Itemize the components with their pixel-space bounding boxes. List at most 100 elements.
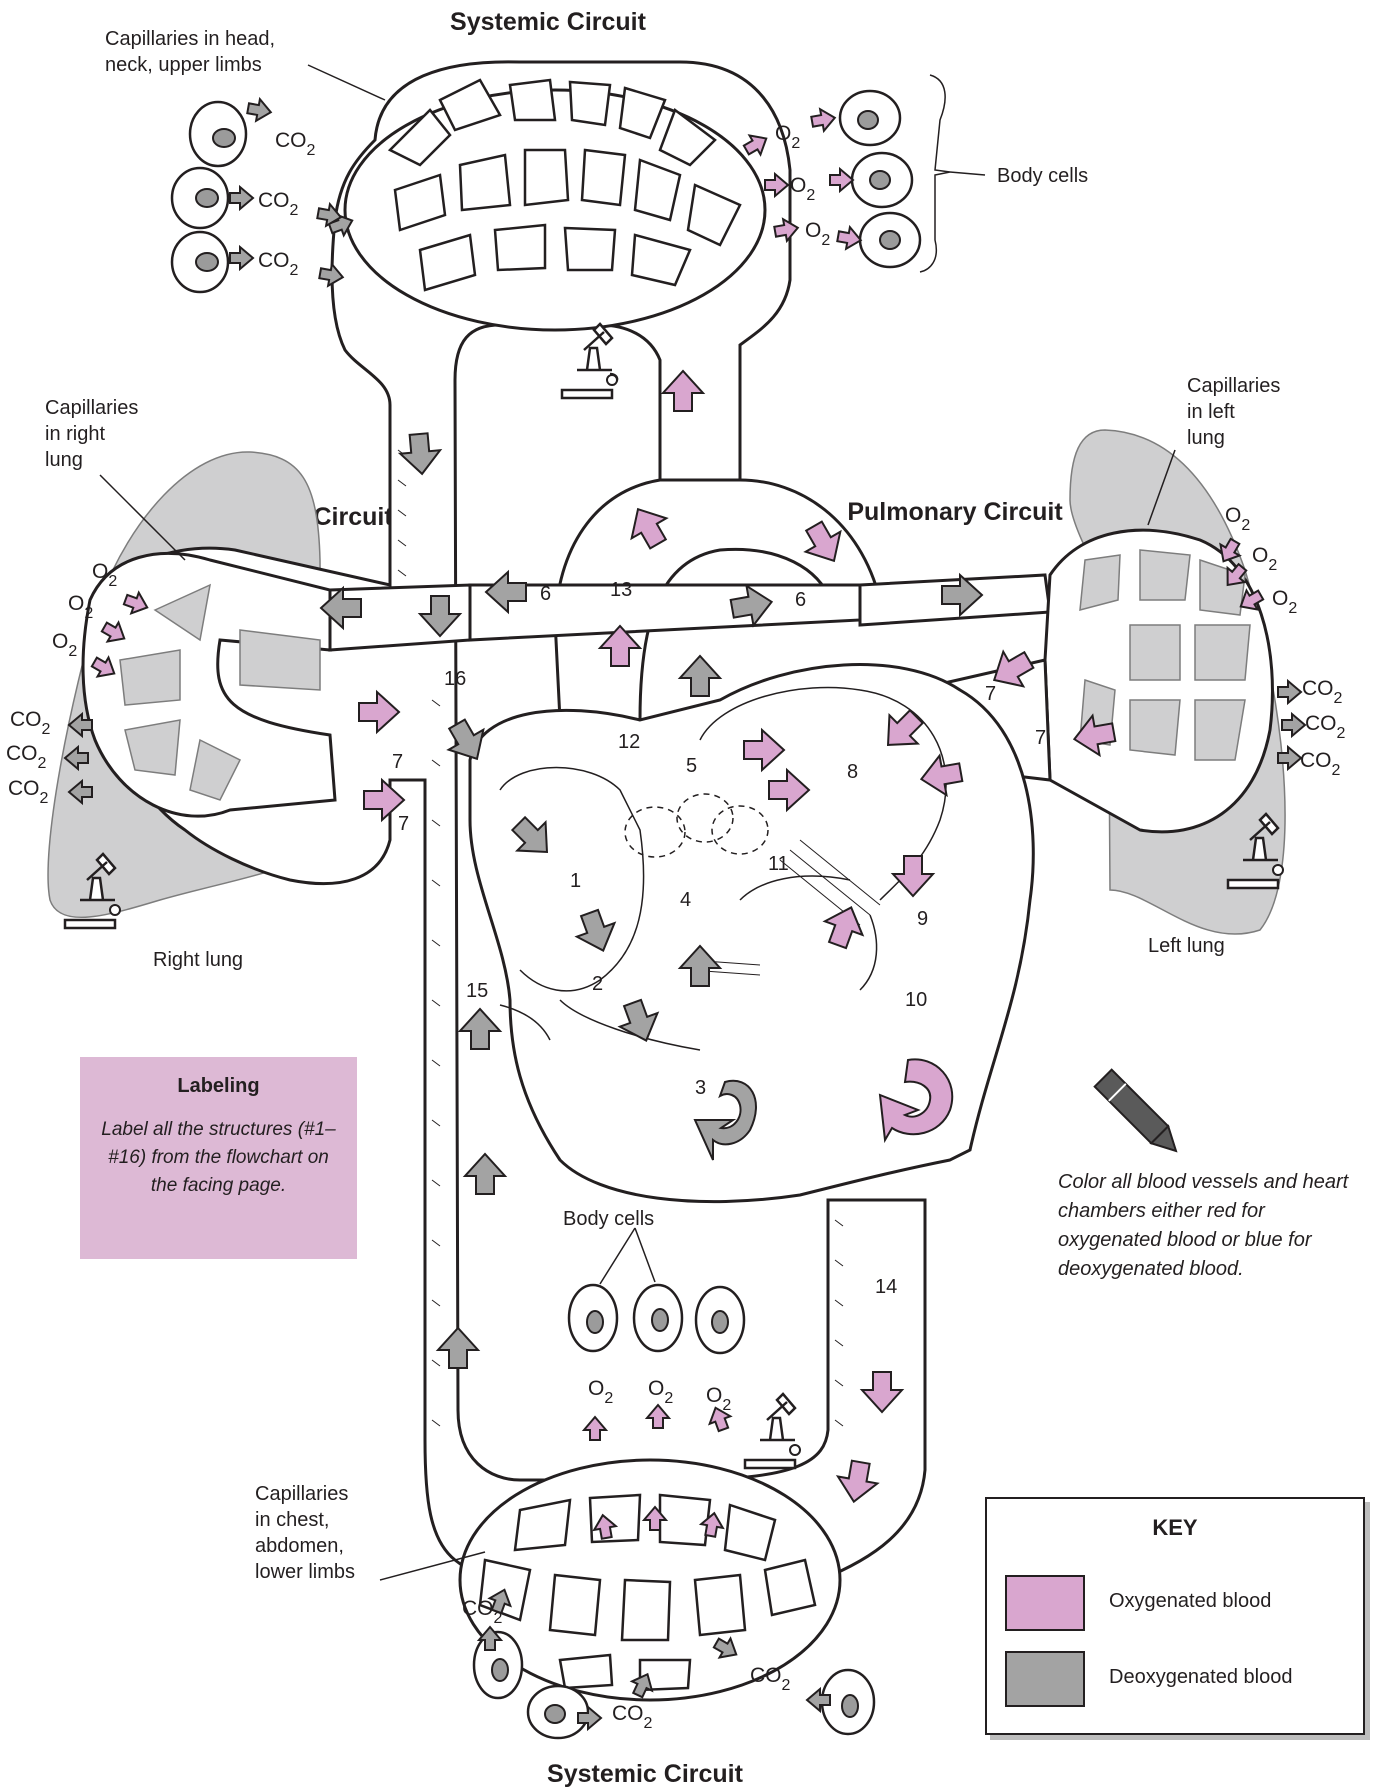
label-cap-right-lung-line3: lung [45, 449, 83, 471]
label-cap-left-lung-line2: in left [1187, 401, 1235, 423]
gas-o2: O2 [1272, 587, 1297, 617]
label-capillaries-right-lung: Capillaries in right lung [45, 397, 144, 471]
structure-number-14: 14 [875, 1276, 897, 1298]
label-capillaries-left-lung: Capillaries in left lung [1187, 375, 1286, 449]
labeling-instructions-box: Labeling Label all the structures (#1–#1… [80, 1057, 357, 1259]
structure-number-16: 16 [444, 668, 466, 690]
gas-co2-sub: 2 [1334, 690, 1343, 707]
gas-o2: O2 [648, 1377, 673, 1407]
body-cells-head-right [840, 75, 985, 272]
gas-o2-sub: 2 [108, 573, 117, 590]
structure-number-10: 10 [905, 989, 927, 1011]
labeling-text: Label all the structures (#1–#16) from t… [98, 1116, 339, 1200]
gas-co2: CO2 [1300, 749, 1341, 779]
gas-o2-sub: 2 [1241, 517, 1250, 534]
structure-number-11: 11 [768, 853, 789, 875]
gas-co2-sub: 2 [644, 1715, 653, 1732]
gas-co2-main: CO [1302, 677, 1334, 700]
gas-co2: CO2 [10, 708, 51, 738]
gas-co2: CO2 [1305, 712, 1346, 742]
label-capillaries-head-line1: Capillaries in head, [105, 28, 275, 50]
gas-co2-main: CO [1300, 749, 1332, 772]
vessel-network [83, 62, 1272, 1700]
gas-co2-main: CO [750, 1664, 782, 1687]
label-body-cells-top: Body cells [997, 165, 1088, 187]
structure-number-2: 2 [592, 973, 603, 995]
cell-top-left-2 [172, 168, 228, 228]
body-cells-bracket [920, 75, 950, 272]
gas-o2: O2 [588, 1377, 613, 1407]
label-cap-right-lung-line2: in right [45, 423, 105, 445]
cell-bottom-2 [634, 1285, 682, 1351]
cell-top-left-3 [172, 232, 228, 292]
key-swatch-deoxygenated [1005, 1651, 1085, 1707]
key-label-oxygenated: Oxygenated blood [1109, 1590, 1271, 1613]
gas-o2-main: O [805, 219, 821, 242]
gas-o2-main: O [648, 1377, 664, 1400]
gas-co2: CO2 [612, 1702, 653, 1732]
gas-co2-main: CO [275, 129, 307, 152]
cell-top-right-3 [860, 213, 920, 267]
label-capillaries-head: Capillaries in head, neck, upper limbs [105, 28, 281, 76]
gas-o2: O2 [1252, 544, 1277, 574]
structure-number-8: 8 [847, 761, 858, 783]
gas-co2-sub: 2 [307, 142, 316, 159]
structure-number-7a: 7 [392, 751, 403, 773]
gas-co2-main: CO [10, 708, 42, 731]
gas-o2-sub: 2 [791, 135, 800, 152]
gas-o2-main: O [1225, 504, 1241, 527]
gas-co2-main: CO [612, 1702, 644, 1725]
gas-o2-sub: 2 [821, 232, 830, 249]
structure-number-6b: 6 [795, 589, 806, 611]
gas-co2: CO2 [1302, 677, 1343, 707]
gas-o2-main: O [52, 630, 68, 653]
structure-number-13: 13 [610, 579, 632, 601]
gas-o2-main: O [790, 174, 806, 197]
label-capillaries-chest: Capillaries in chest, abdomen, lower lim… [255, 1483, 355, 1583]
gas-o2-main: O [775, 122, 791, 145]
key-title: KEY [987, 1515, 1363, 1541]
gas-co2-main: CO [258, 249, 290, 272]
gas-o2-main: O [1252, 544, 1268, 567]
gas-co2-main: CO [462, 1597, 494, 1620]
crayon-icon [1095, 1070, 1185, 1160]
gas-o2-sub: 2 [604, 1390, 613, 1407]
gas-o2-sub: 2 [806, 187, 815, 204]
gas-co2: CO2 [258, 249, 299, 279]
label-cap-chest-line1: Capillaries [255, 1483, 348, 1505]
structure-number-6a: 6 [540, 583, 551, 605]
gas-o2-main: O [92, 560, 108, 583]
structure-number-1: 1 [570, 870, 581, 892]
gas-co2-main: CO [1305, 712, 1337, 735]
gas-co2-sub: 2 [38, 755, 47, 772]
gas-co2-main: CO [258, 189, 290, 212]
gas-co2-sub: 2 [494, 1610, 503, 1627]
microscope-icon [745, 1394, 800, 1468]
structure-number-7c: 7 [985, 683, 996, 705]
cell-top-right-2 [852, 153, 912, 207]
gas-co2: CO2 [6, 742, 47, 772]
label-body-cells-bottom: Body cells [563, 1208, 654, 1230]
structure-number-7b: 7 [398, 813, 409, 835]
cell-top-right-1 [840, 91, 900, 145]
heading-systemic-top: Systemic Circuit [450, 8, 647, 36]
gas-o2: O2 [790, 174, 815, 204]
gas-co2-sub: 2 [40, 790, 49, 807]
gas-o2: O2 [52, 630, 77, 660]
gas-co2: CO2 [8, 777, 49, 807]
gas-o2-sub: 2 [68, 643, 77, 660]
gas-co2-sub: 2 [1332, 762, 1341, 779]
labeling-title: Labeling [80, 1075, 357, 1098]
gas-o2-main: O [706, 1384, 722, 1407]
gas-co2-sub: 2 [42, 721, 51, 738]
label-capillaries-head-line2: neck, upper limbs [105, 54, 262, 76]
gas-o2-sub: 2 [1288, 600, 1297, 617]
gas-o2-sub: 2 [84, 605, 93, 622]
microscope-icon [562, 324, 617, 398]
structure-number-7d: 7 [1035, 727, 1046, 749]
structure-number-5: 5 [686, 755, 697, 777]
label-cap-left-lung-line3: lung [1187, 427, 1225, 449]
label-cap-right-lung-line1: Capillaries [45, 397, 138, 419]
cell-bottom-3 [696, 1287, 744, 1353]
gas-co2-sub: 2 [290, 262, 299, 279]
